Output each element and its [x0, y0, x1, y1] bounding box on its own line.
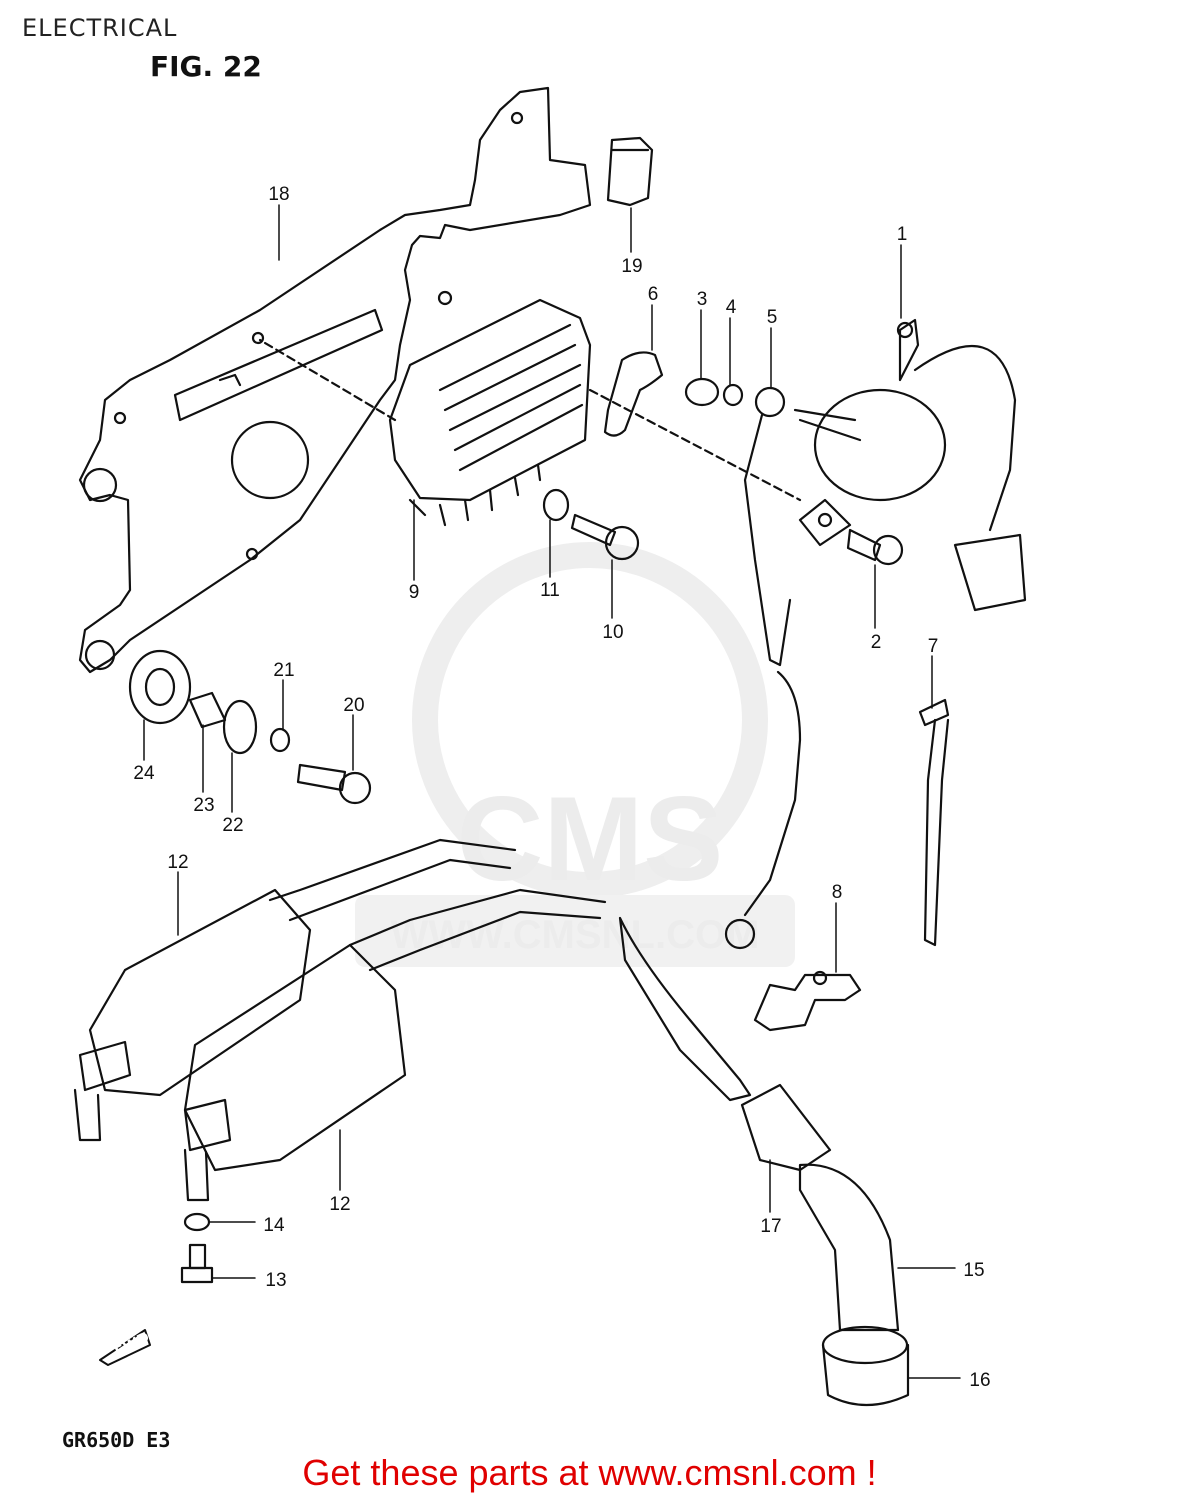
callout-5: 5: [767, 307, 778, 328]
callout-12-a: 12: [167, 852, 188, 873]
bolt-part-2: [846, 528, 904, 566]
callout-13: 13: [265, 1270, 286, 1291]
callout-15: 15: [963, 1260, 984, 1281]
plug-cap-part-15: [798, 1163, 900, 1332]
callout-14: 14: [263, 1215, 285, 1236]
model-code: GR650D E3: [62, 1428, 171, 1452]
callout-24: 24: [133, 763, 155, 784]
cta-link[interactable]: Get these parts at www.cmsnl.com !: [302, 1452, 877, 1493]
fwd-arrow-icon: [99, 1329, 151, 1366]
fwd-label: FWD: [112, 1329, 152, 1360]
watermark-url: WWW.CMSNL.COM: [391, 913, 760, 957]
watermark-brand: CMS: [457, 772, 724, 906]
figure-title: FIG. 22: [150, 50, 262, 83]
bolt-part-13: [180, 1243, 214, 1284]
callout-16: 16: [969, 1370, 990, 1391]
rubber-cap-part-16: [821, 1325, 910, 1407]
washer-part-22: [222, 699, 258, 755]
leader-lines: [143, 204, 961, 1379]
screw-part-20: [296, 763, 372, 805]
callout-8: 8: [832, 882, 843, 903]
callout-17: 17: [760, 1216, 781, 1237]
washer-part-14: [183, 1212, 211, 1232]
callout-21: 21: [273, 660, 294, 681]
cable-part-5: [724, 386, 802, 950]
screw-part-10: [570, 513, 640, 561]
ignition-coil-part-12-b: [183, 888, 607, 1202]
cover-part-19: [606, 136, 654, 207]
regulator-part-9: [258, 298, 802, 527]
clamp-part-8: [753, 970, 862, 1032]
callout-10: 10: [602, 622, 623, 643]
callout-7: 7: [928, 636, 939, 657]
watermark: CMS WWW.CMSNL.COM: [355, 542, 795, 967]
callout-1: 1: [897, 224, 908, 245]
callout-3: 3: [697, 289, 708, 310]
washer-part-21: [269, 727, 291, 753]
callout-4: 4: [726, 297, 737, 318]
callout-22: 22: [222, 815, 243, 836]
nut-part-3: [684, 377, 720, 407]
spacer-part-23: [188, 691, 227, 729]
callout-11: 11: [540, 580, 560, 601]
callout-6: 6: [648, 284, 659, 305]
ignition-coil-part-12-a: [73, 838, 517, 1142]
plug-cap-part-17: [618, 916, 832, 1172]
mounting-plate-part-18: [78, 86, 592, 674]
callout-23: 23: [193, 795, 214, 816]
callout-20: 20: [343, 695, 364, 716]
callout-18: 18: [268, 184, 289, 205]
section-title: ELECTRICAL: [22, 14, 178, 42]
callout-12-b: 12: [329, 1194, 350, 1215]
callout-9: 9: [409, 582, 420, 603]
tie-band-part-7: [918, 698, 950, 947]
washer-part-11: [542, 488, 570, 522]
callout-labels: 1 2 3 4 5 6 7 8 9 10 11 12 12 13 14 15 1…: [133, 184, 990, 1391]
boot-part-6: [603, 351, 664, 437]
grommet-part-24: [128, 649, 192, 725]
callout-2: 2: [871, 632, 882, 653]
washer-part-4: [722, 383, 744, 407]
callout-19: 19: [621, 256, 642, 277]
starter-relay-part-1: [793, 318, 1027, 612]
